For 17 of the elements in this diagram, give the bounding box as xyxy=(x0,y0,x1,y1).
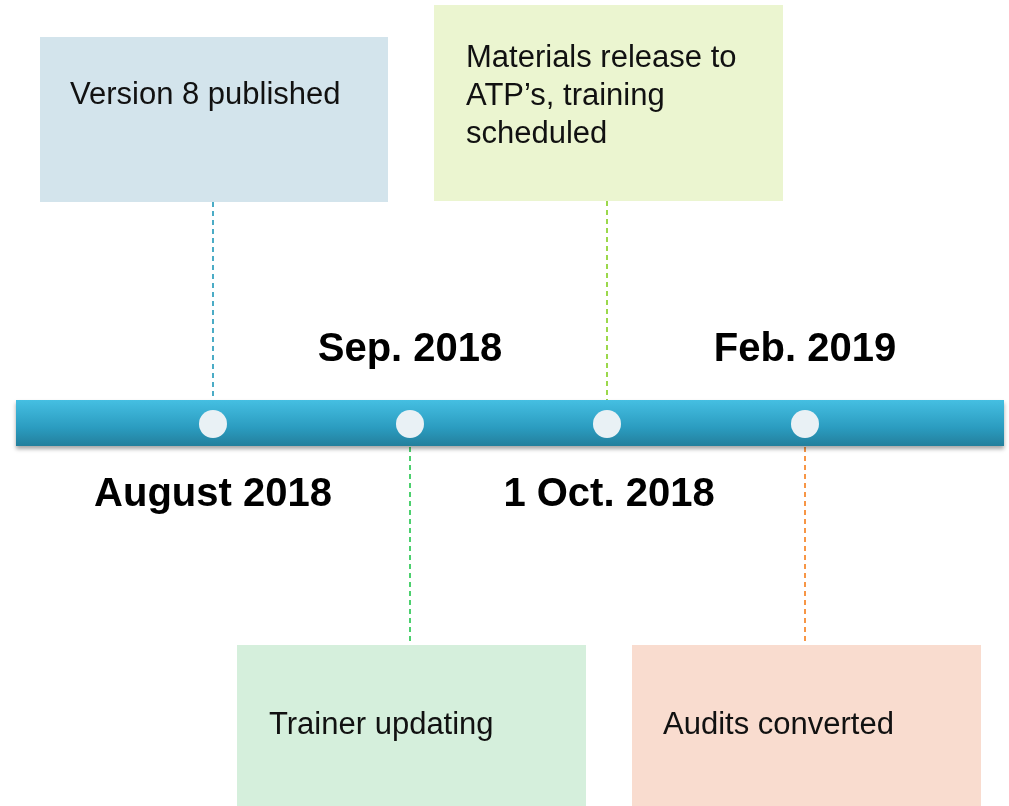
timeline-dot xyxy=(791,410,819,438)
event-text: Trainer updating xyxy=(269,705,495,743)
date-label: August 2018 xyxy=(94,470,332,515)
event-box xyxy=(434,5,783,201)
event-box xyxy=(632,645,981,806)
event-text: Version 8 published xyxy=(70,75,342,113)
timeline-dot xyxy=(593,410,621,438)
date-label: Sep. 2018 xyxy=(317,325,503,370)
timeline-dot xyxy=(199,410,227,438)
event-text: Materials release to ATP’s, training scheduled xyxy=(466,38,738,152)
timeline-bar xyxy=(16,400,1004,446)
timeline-dot xyxy=(396,410,424,438)
date-label: 1 Oct. 2018 xyxy=(503,470,715,515)
date-label: Feb. 2019 xyxy=(713,325,897,370)
event-box xyxy=(40,37,388,202)
event-box xyxy=(237,645,586,806)
event-text: Audits converted xyxy=(663,705,895,743)
